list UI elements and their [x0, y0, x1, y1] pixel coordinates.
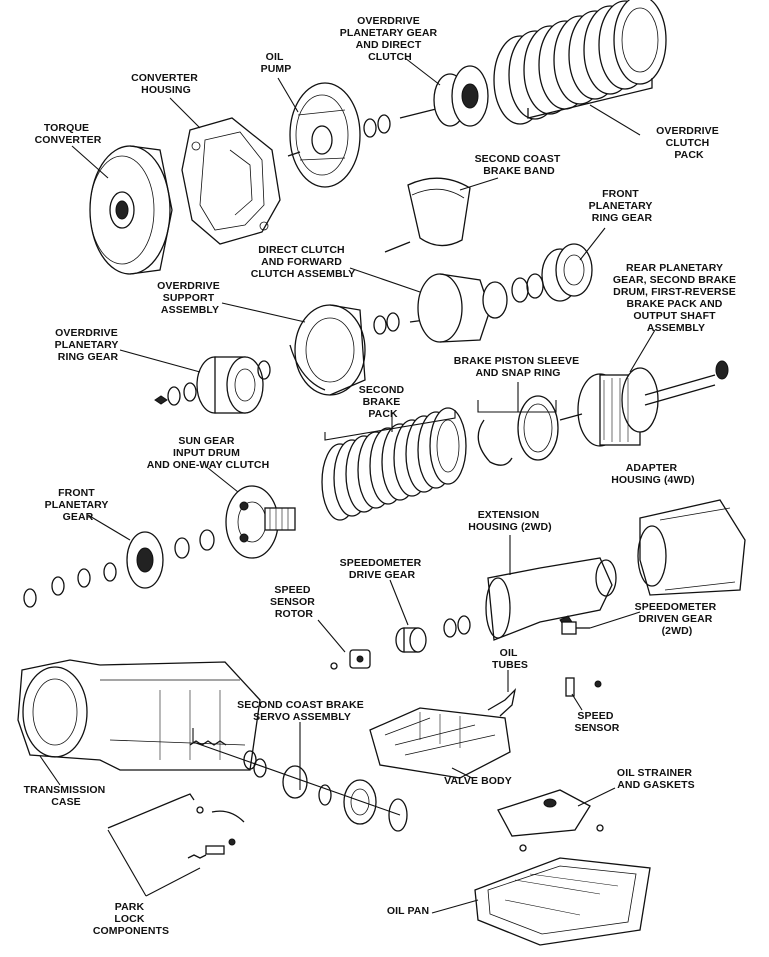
label-rear-planetary-gear: REAR PLANETARY GEAR, SECOND BRAKE DRUM, … — [613, 262, 739, 334]
oil-strainer-part — [497, 789, 604, 852]
label-oil-pump: OIL PUMP — [261, 51, 292, 75]
label-park-lock: PARK LOCK COMPONENTS — [93, 901, 169, 937]
pump-rings-part — [363, 114, 391, 138]
label-overdrive-clutch-pack: OVERDRIVE CLUTCH PACK — [656, 125, 722, 161]
label-overdrive-planetary-ring-gear: OVERDRIVE PLANETARY RING GEAR — [55, 327, 122, 363]
overdrive-support-part — [289, 304, 400, 396]
second-brake-pack-part — [321, 407, 467, 521]
label-overdrive-planetary-gear: OVERDRIVE PLANETARY GEAR AND DIRECT CLUT… — [340, 15, 441, 63]
label-speed-sensor-rotor: SPEED SENSOR ROTOR — [270, 584, 318, 620]
label-speedometer-driven-gear: SPEEDOMETER DRIVEN GEAR (2WD) — [635, 601, 720, 637]
label-transmission-case: TRANSMISSION CASE — [24, 784, 109, 808]
label-oil-pan: OIL PAN — [387, 905, 429, 917]
label-converter-housing: CONVERTER HOUSING — [131, 72, 201, 96]
front-planetary-ring-gear-part — [541, 243, 593, 302]
adapter-housing-part — [637, 499, 746, 596]
transmission-case-part — [17, 659, 261, 771]
label-front-planetary-ring-gear: FRONT PLANETARY RING GEAR — [589, 188, 656, 224]
oil-pump-part — [287, 82, 361, 188]
speedometer-drive-gear-part — [395, 615, 471, 653]
rear-planetary-gear-part — [559, 360, 729, 447]
leader-lines — [39, 57, 656, 914]
sun-gear-part — [225, 485, 296, 559]
second-coast-brake-band-part — [384, 177, 471, 253]
label-front-planetary-gear: FRONT PLANETARY GEAR — [45, 487, 112, 523]
label-speed-sensor: SPEED SENSOR — [575, 710, 620, 734]
label-brake-piston-sleeve: BRAKE PISTON SLEEVE AND SNAP RING — [454, 355, 582, 379]
label-adapter-housing: ADAPTER HOUSING (4WD) — [611, 462, 695, 486]
label-direct-clutch: DIRECT CLUTCH AND FORWARD CLUTCH ASSEMBL… — [251, 244, 356, 280]
label-overdrive-support: OVERDRIVE SUPPORT ASSEMBLY — [157, 280, 223, 316]
label-oil-tubes: OIL TUBES — [492, 647, 528, 671]
speed-sensor-rotor-part — [330, 649, 371, 670]
label-second-coast-brake-servo: SECOND COAST BRAKE SERVO ASSEMBLY — [237, 699, 367, 723]
converter-housing-part — [181, 117, 281, 245]
direct-clutch-part — [409, 273, 544, 343]
valve-body-part — [369, 707, 511, 779]
overdrive-clutch-pack-part — [493, 0, 667, 125]
label-oil-strainer: OIL STRAINER AND GASKETS — [617, 767, 695, 791]
speed-sensor-part — [565, 677, 602, 697]
torque-converter-part — [89, 145, 173, 275]
label-extension-housing: EXTENSION HOUSING (2WD) — [468, 509, 552, 533]
overdrive-planetary-gear-part — [399, 65, 489, 127]
label-valve-body: VALVE BODY — [444, 775, 512, 787]
speedometer-driven-gear-part — [561, 621, 590, 635]
label-speedometer-drive-gear: SPEEDOMETER DRIVE GEAR — [340, 557, 425, 581]
extension-housing-part — [485, 557, 617, 641]
label-second-brake-pack: SECOND BRAKE PACK — [359, 384, 408, 420]
oil-tubes-part — [487, 688, 517, 717]
front-planetary-gear-part — [23, 529, 215, 608]
label-second-coast-brake-band: SECOND COAST BRAKE BAND — [475, 153, 564, 177]
park-lock-part — [107, 793, 245, 859]
label-torque-converter: TORQUE CONVERTER — [35, 122, 102, 146]
label-sun-gear: SUN GEAR INPUT DRUM AND ONE-WAY CLUTCH — [147, 435, 270, 471]
overdrive-planetary-ring-gear-part — [154, 356, 271, 414]
oil-pan-part — [474, 857, 651, 946]
